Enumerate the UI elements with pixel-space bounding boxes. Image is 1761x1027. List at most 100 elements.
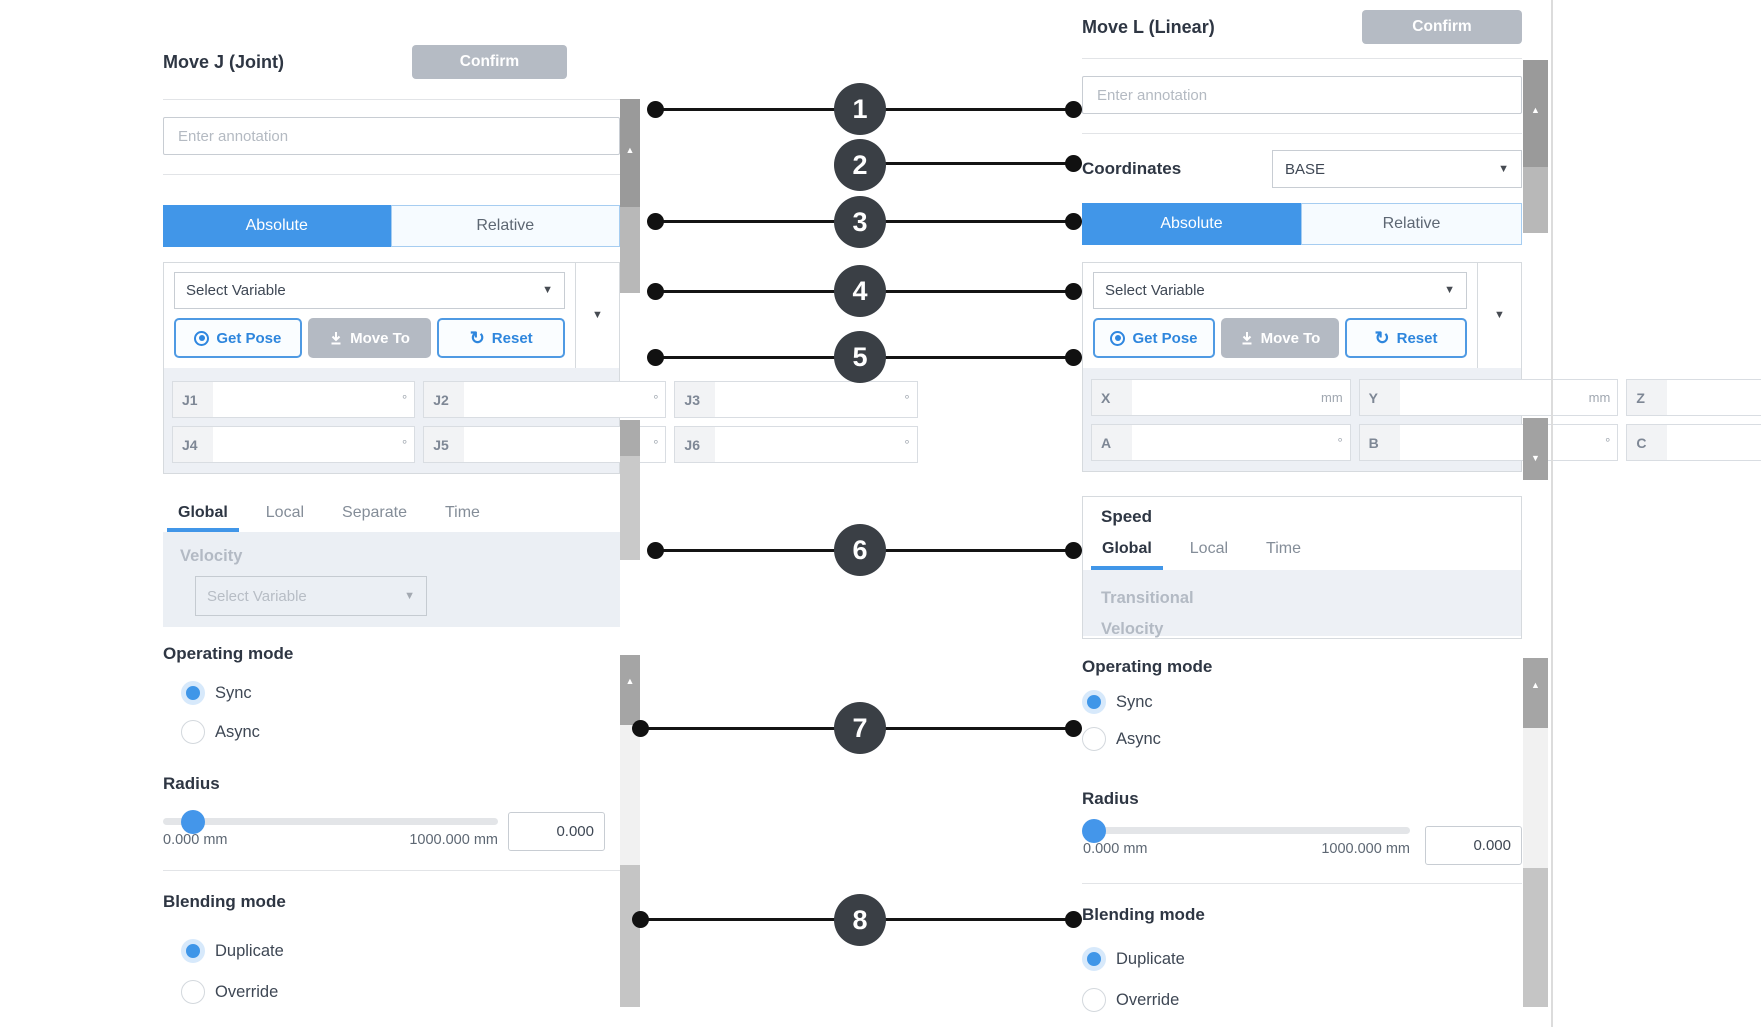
transitional-label: Transitional xyxy=(1101,589,1194,607)
move-to-button[interactable]: Move To xyxy=(307,318,432,358)
move-to-icon xyxy=(331,332,341,345)
input-a[interactable] xyxy=(1132,425,1338,460)
joint-input-j3[interactable] xyxy=(715,382,905,417)
slider-thumb[interactable] xyxy=(181,810,205,834)
get-pose-icon xyxy=(194,330,210,346)
scroll-up-icon[interactable]: ▲ xyxy=(625,676,635,686)
radio-override[interactable]: Override xyxy=(1082,987,1522,1013)
blending-mode-heading: Blending mode xyxy=(1082,905,1205,924)
scrollbar-right[interactable]: ▲ xyxy=(1523,60,1548,167)
input-x[interactable] xyxy=(1132,380,1321,415)
input-c[interactable] xyxy=(1667,425,1761,460)
scrollbar-right[interactable]: ▲ xyxy=(1523,658,1548,728)
variable-select-placeholder: Select Variable xyxy=(186,282,286,299)
confirm-button[interactable]: Confirm xyxy=(412,45,567,79)
coordinates-select[interactable]: BASE ▼ xyxy=(1272,150,1522,188)
tab-global[interactable]: Global xyxy=(1091,531,1163,570)
scrollbar-left[interactable] xyxy=(620,207,640,293)
confirm-button[interactable]: Confirm xyxy=(1362,10,1522,44)
radio-sync[interactable]: Sync xyxy=(181,680,620,706)
scrollbar-right[interactable] xyxy=(1523,728,1548,868)
move-l-panel: Move L (Linear) Confirm Coordinates BASE… xyxy=(1082,10,1761,1013)
input-y[interactable] xyxy=(1399,380,1589,415)
radio-sync[interactable]: Sync xyxy=(1082,689,1522,715)
radio-async[interactable]: Async xyxy=(1082,726,1522,752)
radius-value-input[interactable]: 0.000 xyxy=(1425,826,1522,865)
input-b[interactable] xyxy=(1399,425,1606,460)
reset-button[interactable]: ↻ Reset xyxy=(1345,318,1467,358)
radio-selected-icon xyxy=(1082,690,1106,714)
tab-separate[interactable]: Separate xyxy=(342,503,407,521)
joint-fields: J1 ° J2 ° J3 ° J4 ° xyxy=(164,368,918,473)
absolute-relative-tabs: Absolute Relative xyxy=(163,205,620,247)
scrollbar-left[interactable] xyxy=(620,725,640,865)
variable-select[interactable]: Select Variable ▼ xyxy=(1093,272,1467,309)
scrollbar-left[interactable]: ▲ xyxy=(620,655,640,725)
move-to-button[interactable]: Move To xyxy=(1221,318,1339,358)
joint-input-j4[interactable] xyxy=(213,427,402,462)
radio-duplicate[interactable]: Duplicate xyxy=(1082,946,1522,972)
divider xyxy=(163,99,620,100)
joint-field-j6: J6 ° xyxy=(674,426,918,463)
scroll-down-icon[interactable]: ▼ xyxy=(1531,453,1540,463)
field-b: B ° xyxy=(1358,424,1619,461)
radius-value-input[interactable]: 0.000 xyxy=(508,812,605,851)
slider-track[interactable] xyxy=(163,818,498,825)
velocity-panel: Velocity Select Variable ▼ xyxy=(163,532,620,627)
tab-global[interactable]: Global xyxy=(167,497,239,532)
scroll-up-icon[interactable]: ▲ xyxy=(1531,105,1540,115)
tab-absolute[interactable]: Absolute xyxy=(1082,203,1301,245)
tab-local[interactable]: Local xyxy=(265,503,305,521)
variable-select-placeholder: Select Variable xyxy=(1105,282,1205,299)
scrollbar-right[interactable] xyxy=(1523,167,1548,233)
annotation-input[interactable] xyxy=(1082,76,1522,114)
velocity-label-clipped: Velocity xyxy=(1101,620,1164,638)
variable-expand-button[interactable]: ▼ xyxy=(575,263,619,368)
slider-min-label: 0.000 mm xyxy=(1083,841,1148,857)
scroll-up-icon[interactable]: ▲ xyxy=(625,145,635,155)
callout-circle-8: 8 xyxy=(834,894,886,946)
scrollbar-left[interactable]: ▲ xyxy=(620,99,640,207)
radio-async[interactable]: Async xyxy=(181,719,620,745)
tab-relative[interactable]: Relative xyxy=(390,205,620,247)
scrollbar-left[interactable] xyxy=(620,420,640,456)
radio-override[interactable]: Override xyxy=(181,979,620,1005)
slider-max-label: 1000.000 mm xyxy=(409,832,498,848)
tab-absolute[interactable]: Absolute xyxy=(163,205,391,247)
joint-input-j1[interactable] xyxy=(213,382,402,417)
pose-variable-box: Select Variable ▼ Get Pose xyxy=(1082,262,1761,472)
radius-slider-row: 0.000 mm 1000.000 mm 0.000 xyxy=(163,804,620,864)
divider xyxy=(1082,133,1522,134)
slider-thumb[interactable] xyxy=(1082,819,1106,843)
joint-input-j6[interactable] xyxy=(715,427,905,462)
scrollbar-right[interactable]: ▼ xyxy=(1523,418,1548,480)
tab-time[interactable]: Time xyxy=(444,503,480,521)
variable-select[interactable]: Select Variable ▼ xyxy=(174,272,565,309)
scroll-up-icon[interactable]: ▲ xyxy=(1531,680,1540,690)
get-pose-button[interactable]: Get Pose xyxy=(1093,318,1215,358)
caret-down-icon: ▼ xyxy=(1444,284,1455,296)
speed-heading: Speed xyxy=(1101,507,1153,526)
page-title: Move J (Joint) xyxy=(163,51,285,72)
field-c: C ° xyxy=(1626,424,1761,461)
scrollbar-right[interactable] xyxy=(1523,868,1548,1007)
tab-relative[interactable]: Relative xyxy=(1301,203,1522,245)
divider xyxy=(1082,883,1522,884)
slider-track[interactable] xyxy=(1083,827,1410,834)
joint-input-j2[interactable] xyxy=(464,382,654,417)
tab-local[interactable]: Local xyxy=(1189,539,1229,557)
scrollbar-left[interactable] xyxy=(620,456,640,560)
annotation-input[interactable] xyxy=(163,117,620,155)
input-z[interactable] xyxy=(1667,380,1761,415)
radio-unselected-icon xyxy=(181,720,205,744)
reset-button[interactable]: ↻ Reset xyxy=(437,318,566,358)
radio-duplicate[interactable]: Duplicate xyxy=(181,938,620,964)
speed-content: Transitional Velocity xyxy=(1083,570,1521,638)
tab-time[interactable]: Time xyxy=(1266,539,1301,557)
get-pose-button[interactable]: Get Pose xyxy=(174,318,302,358)
caret-down-icon: ▼ xyxy=(542,284,553,296)
scrollbar-left[interactable] xyxy=(620,865,640,1007)
variable-expand-button[interactable]: ▼ xyxy=(1477,263,1521,368)
speed-tabs: Global Local Time xyxy=(1083,531,1521,570)
field-y: Y mm xyxy=(1358,379,1619,416)
